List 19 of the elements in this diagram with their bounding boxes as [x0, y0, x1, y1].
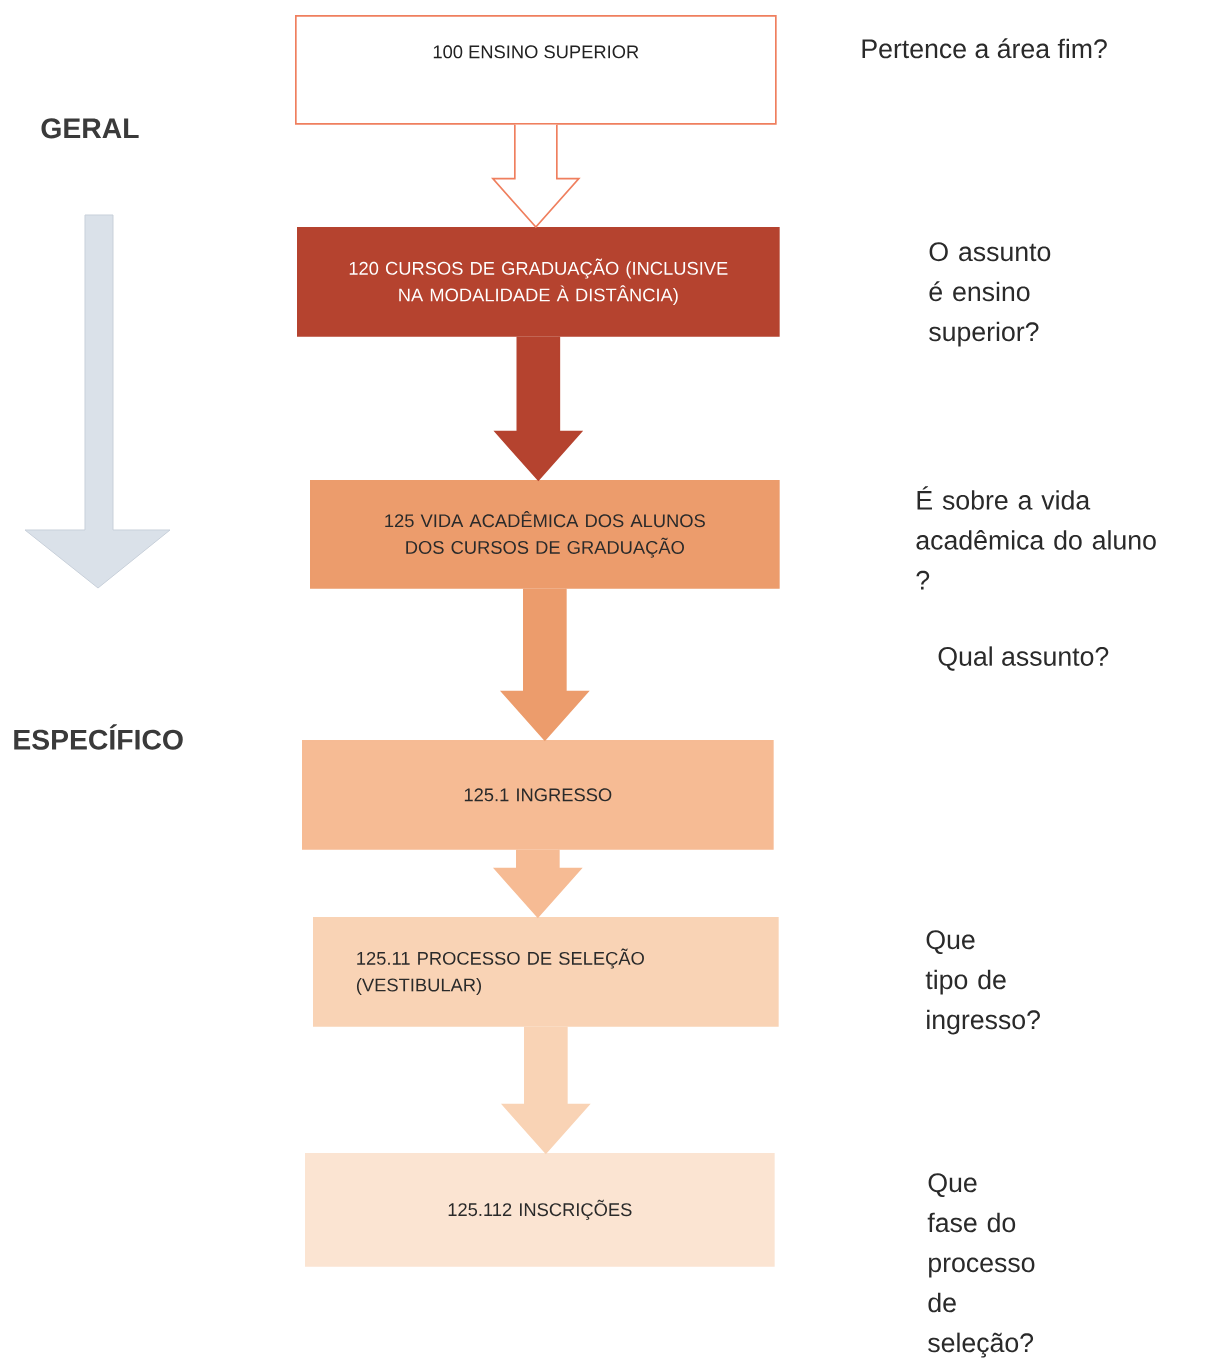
block-arrow [490, 123, 581, 229]
question-text: Que tipo de ingresso? [925, 930, 1040, 1035]
block-arrow [500, 1025, 591, 1155]
question-text: Qual assunto? [938, 646, 1109, 671]
block-arrow [492, 848, 583, 919]
question-text: O assunto é ensino superior? [929, 242, 1051, 347]
process-box: 125.112 INSCRIÇÕES [305, 1153, 775, 1267]
process-box: 125.1 INGRESSO [302, 740, 774, 850]
question-text: Pertence a área fim? [862, 38, 1107, 59]
question-text: É sobre a vida acadêmica do aluno ? [916, 486, 1156, 590]
question-text: Que fase do processo de seleção? [927, 1173, 1035, 1358]
process-box: 125 VIDA ACADÊMICA DOS ALUNOS DOS CURSOS DE GRADUAÇÃO [310, 480, 780, 589]
level-label: ESPECÍFICO [14, 724, 183, 750]
block-arrow [493, 335, 584, 482]
block-arrow [499, 587, 590, 742]
process-box: 100 ENSINO SUPERIOR [295, 15, 777, 125]
process-box: 125.11 PROCESSO DE SELEÇÃO (VESTIBULAR) [313, 917, 779, 1027]
level-label: GERAL [41, 118, 139, 139]
process-box: 120 CURSOS DE GRADUAÇÃO (INCLUSIVE NA MODALIDADE À DISTÂNCIA) [297, 227, 780, 337]
